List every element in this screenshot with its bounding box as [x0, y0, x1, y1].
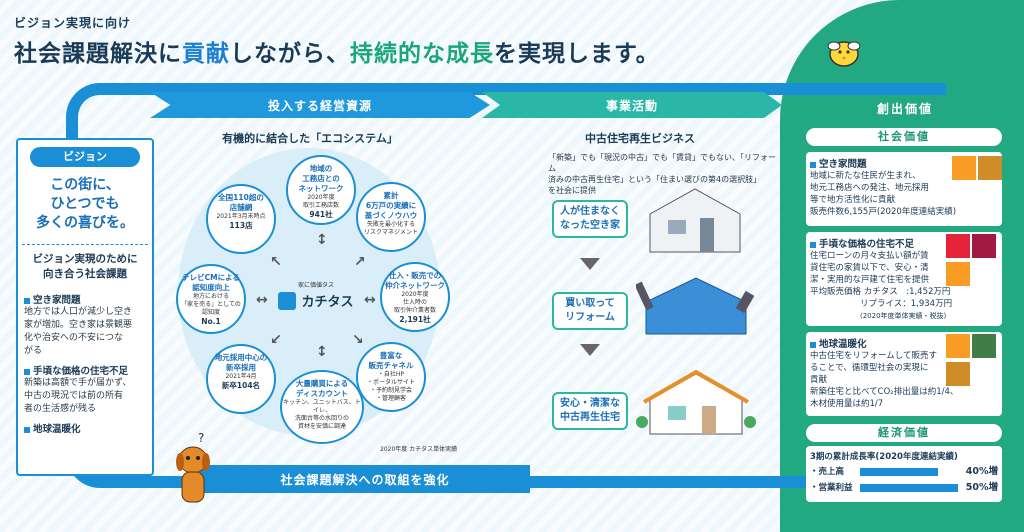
- main-heading: 社会課題解決に貢献しながら、持続的な成長を実現します。: [14, 41, 660, 67]
- sdg-11-icon: [952, 156, 976, 180]
- bottom-bar: 社会課題解決への取組を強化: [200, 465, 530, 493]
- growth-title: 3期の累計成長率(2020年度連結実績): [810, 452, 958, 462]
- sdg-12-icon: [978, 156, 1002, 180]
- eco-node-channels: 豊富な販売チャネル・自社HP・ポータルサイト・予約制見学会・管理顧客: [356, 342, 426, 412]
- vision-statement: この街に、ひとつでも多くの喜びを。: [36, 177, 134, 231]
- vacant-house-icon: [649, 188, 741, 253]
- arrow-icon: ↖: [270, 254, 282, 270]
- down-arrow-icon: [580, 258, 600, 270]
- sdg-icons: [946, 234, 1000, 290]
- growth-bar: [860, 484, 958, 492]
- vision-label: ビジョン: [30, 147, 140, 167]
- growth-bar: [860, 468, 938, 476]
- step-label: 人が住まなくなった空き家: [552, 200, 628, 238]
- super-heading: ビジョン実現に向け: [14, 16, 132, 30]
- economic-value-label: 経済価値: [806, 424, 1002, 442]
- step-label: 買い取ってリフォーム: [552, 292, 628, 330]
- ecosystem-title: 有機的に結合した「エコシステム」: [222, 132, 398, 145]
- kachitas-logo: 家に価値タス カチタス: [276, 282, 356, 322]
- issue-title: 空き家問題: [24, 292, 150, 306]
- renewed-house-icon: [636, 369, 756, 435]
- arrow-icon: ↔: [256, 292, 268, 308]
- dog-mascot-icon: ?: [176, 431, 210, 503]
- arrow-icon: ↙: [270, 332, 282, 348]
- sdg-1-icon: [946, 234, 970, 258]
- inputs-bar: 投入する経営資源: [150, 92, 490, 118]
- sdg-icons: [946, 334, 1000, 390]
- kachitas-logo-icon: [278, 291, 297, 310]
- down-arrow-icon: [580, 344, 600, 356]
- sdg-11-icon: [946, 334, 970, 358]
- value-title: 創出価値: [876, 102, 933, 116]
- vision-box: [16, 138, 154, 476]
- arrow-icon: ↕: [316, 232, 328, 248]
- eco-node-discount: 大量購買によるディスカウントキッチン、ユニットバス、トイレ、洗面台等の水回りの資…: [280, 370, 364, 444]
- issue-text: 地方では人口が減少し空き家が増加。空き家は景観悪化や治安への不安につながる: [24, 307, 133, 356]
- svg-text:?: ?: [198, 431, 204, 445]
- sdg-12-icon: [946, 362, 970, 386]
- issue-list: 空き家問題 地方では人口が減少し空き家が増加。空き家は景観悪化や治安への不安につ…: [24, 292, 150, 435]
- ecosystem-footnote: 2020年度 カチタス単体実績: [380, 446, 458, 453]
- issue-title: 手頃な価格の住宅不足: [24, 363, 150, 377]
- step-label: 安心・清潔な中古再生住宅: [552, 392, 628, 430]
- sdg-11-icon: [946, 262, 970, 286]
- issue-text: 新築は高額で手が届かず、中古の現況では前の所有者の生活感が残る: [24, 378, 132, 414]
- value-item: 空き家問題 地域に新たな住民が生まれ、地元工務店への発注、地元採用等で地方活性化…: [806, 152, 1002, 226]
- issue-title: 地球温暖化: [24, 421, 150, 435]
- vision-subtitle: ビジョン実現のために向き合う社会課題: [32, 253, 138, 280]
- sdg-icons: [952, 156, 1002, 184]
- arrow-icon: ↕: [316, 344, 328, 360]
- sdg-13-icon: [972, 334, 996, 358]
- arrow-icon: ↘: [352, 332, 364, 348]
- business-bar: 事業活動: [482, 92, 782, 118]
- divider: [22, 244, 148, 245]
- business-desc: 「新築」でも「現況の中古」でも「賃貸」でもない、「リフォーム済みの中古再生住宅」…: [548, 153, 776, 195]
- arrow-icon: ↔: [364, 292, 376, 308]
- renovation-house-icon: [636, 277, 755, 335]
- social-value-label: 社会価値: [806, 128, 1002, 146]
- sdg-8-icon: [972, 234, 996, 258]
- arrow-icon: ↗: [354, 254, 366, 270]
- bird-mascot-icon: [827, 41, 861, 67]
- business-title: 中古住宅再生ビジネス: [585, 132, 695, 145]
